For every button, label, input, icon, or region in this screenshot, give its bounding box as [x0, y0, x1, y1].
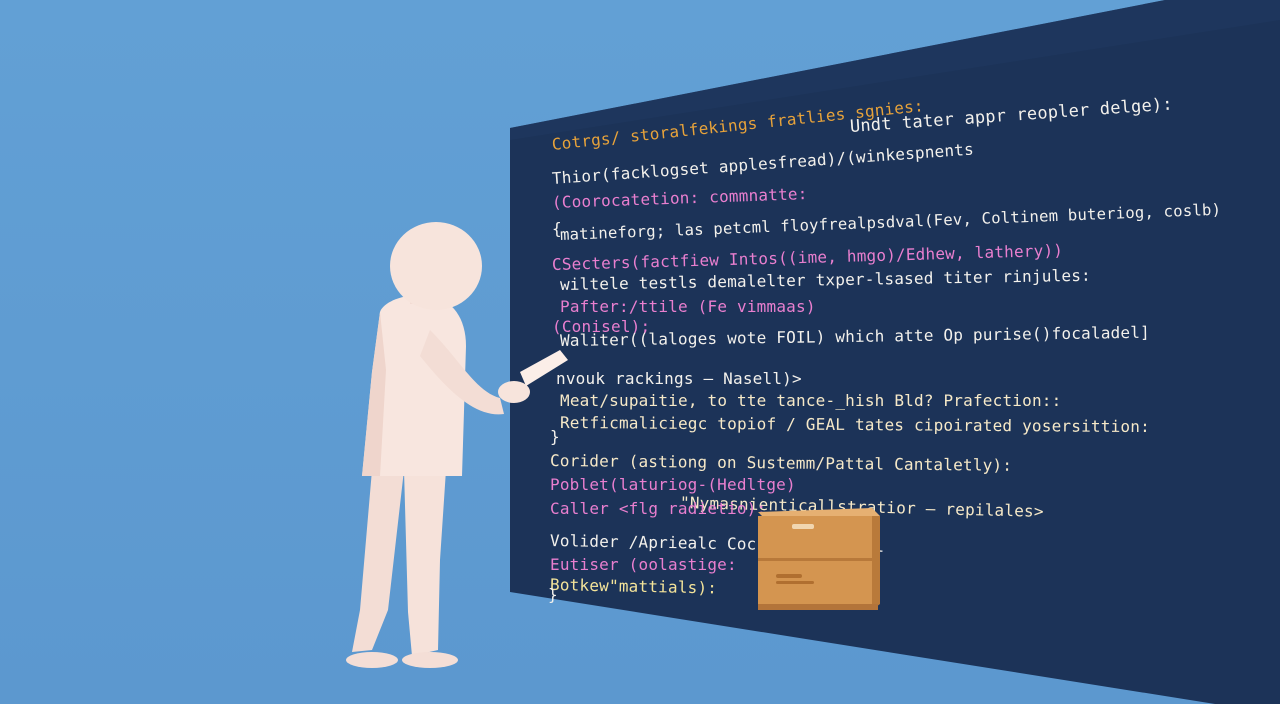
code-line: nvouk rackings – Nasell)> [556, 369, 802, 388]
code-line: Eutiser (oolastige: [550, 555, 737, 574]
code-line: Meat/supaitie, to tte tance-_hish Bld? P… [560, 391, 1062, 410]
code-line: } [550, 427, 560, 446]
code-line: Poblet(laturiog-(Hedltge) [550, 475, 796, 494]
code-line: Caller <flg radietio): [550, 499, 767, 518]
code-line: } [548, 585, 558, 604]
code-line: { [552, 219, 562, 238]
code-line: Pafter:/ttile (Fe vimmaas) [560, 297, 816, 316]
code-line: (Conisel); [552, 317, 651, 336]
